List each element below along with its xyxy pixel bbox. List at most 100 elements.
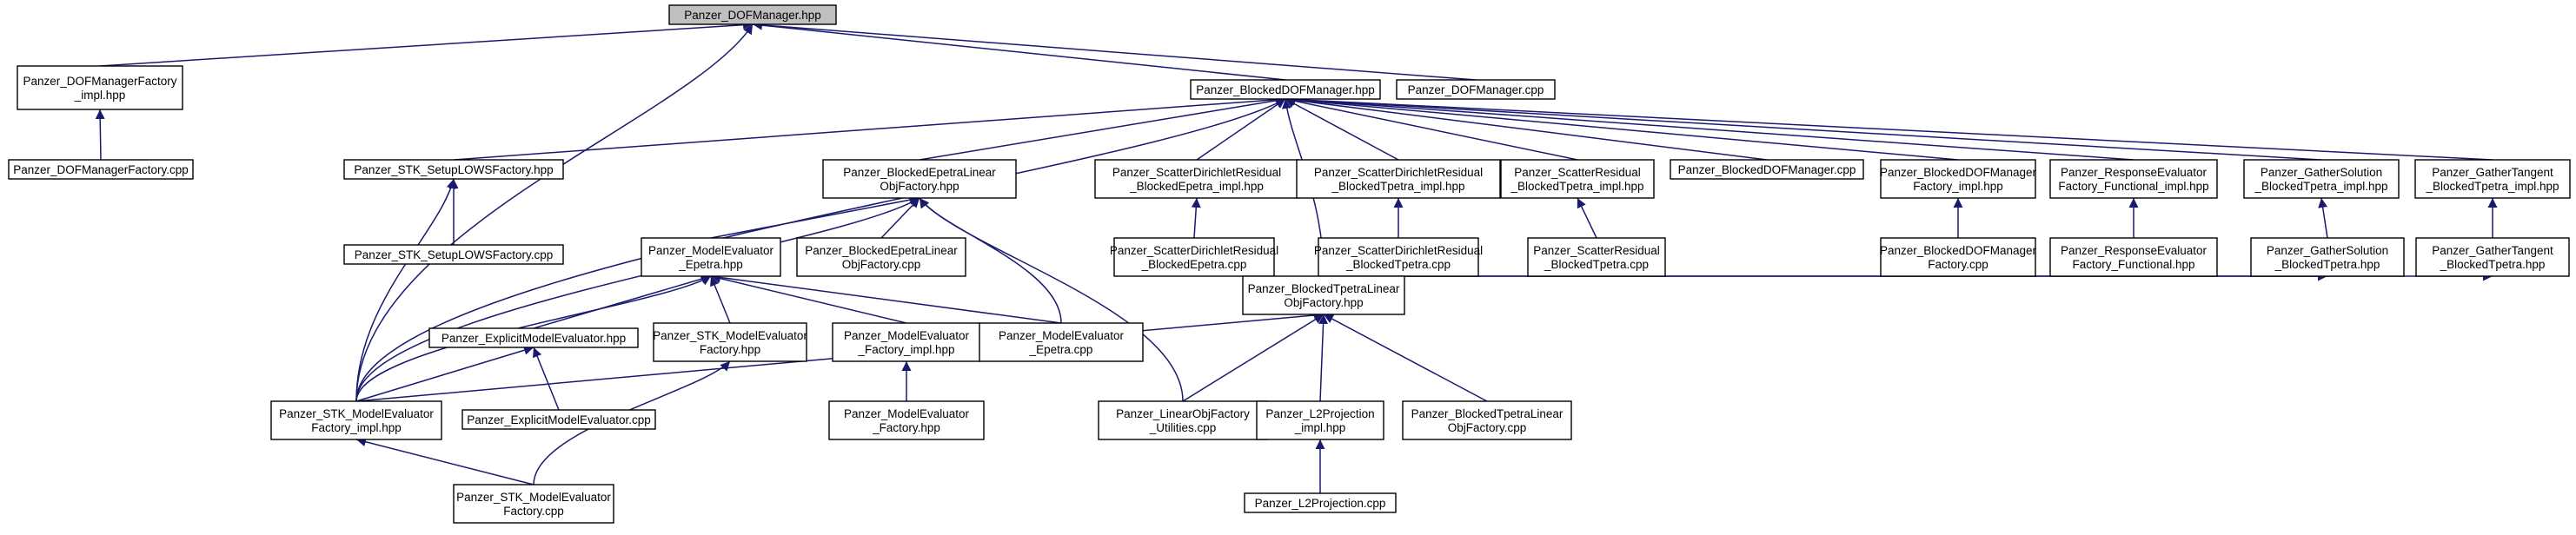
edge-n13-to-n2 [1285, 95, 2322, 161]
node-box [453, 484, 614, 524]
edge-n4-to-n1 [95, 109, 105, 161]
node-box [2049, 159, 2218, 199]
graph-node[interactable]: Panzer_DOFManagerFactory_impl.hpp [17, 65, 183, 110]
graph-node[interactable]: Panzer_ExplicitModelEvaluator.cpp [461, 409, 656, 430]
edge-n11-to-n2 [1285, 95, 1959, 161]
edge-n10-to-n2 [1285, 95, 1768, 161]
node-label-line: Panzer_ScatterDirichletResidual [1112, 166, 1281, 179]
edge-n7-to-n2 [1196, 98, 1286, 161]
node-label-line: _BlockedTpetra_impl.hpp [2254, 180, 2387, 193]
node-label-line: Panzer_ResponseEvaluator [2061, 166, 2208, 179]
node-label-line: _BlockedTpetra.hpp [2440, 258, 2546, 271]
node-label-line: _Factory_impl.hpp [857, 343, 954, 356]
graph-node[interactable]: Panzer_BlockedDOFManager.cpp [1670, 159, 1864, 180]
node-label-line: Panzer_GatherTangent [2432, 244, 2553, 257]
node-label-line: Panzer_ScatterResidual [1533, 244, 1660, 257]
edge-n3-to-n0 [752, 20, 1477, 81]
node-label-line: Panzer_L2Projection [1265, 407, 1374, 420]
edge-n1-to-n0 [99, 20, 754, 67]
edge-n30-to-n25 [355, 345, 534, 402]
graph-node[interactable]: Panzer_GatherTangent_BlockedTpetra.hpp [2415, 237, 2570, 277]
graph-node[interactable]: Panzer_GatherSolution_BlockedTpetra_impl… [2243, 159, 2400, 199]
node-label-line: Panzer_L2Projection.cpp [1255, 497, 1386, 510]
node-label-line: Panzer_ScatterDirichletResidual [1314, 166, 1483, 179]
graph-node[interactable]: Panzer_DOFManager.cpp [1396, 79, 1556, 100]
node-box [828, 400, 985, 440]
node-box [1244, 492, 1397, 513]
node-box [1396, 79, 1556, 100]
node-label-line: _Epetra.hpp [678, 258, 743, 271]
node-box [1242, 275, 1405, 315]
graph-node[interactable]: Panzer_ModelEvaluator_Factory.hpp [828, 400, 985, 440]
graph-node[interactable]: Panzer_ModelEvaluator_Epetra.cpp [979, 322, 1144, 362]
node-label-line: Panzer_BlockedEpetraLinear [805, 244, 958, 257]
edge-n31-to-n25 [533, 347, 560, 411]
node-label-line: _BlockedTpetra_impl.hpp [1331, 180, 1464, 193]
node-label-line: Panzer_STK_ModelEvaluator [279, 407, 434, 420]
graph-node[interactable]: Panzer_GatherTangent_BlockedTpetra_impl.… [2414, 159, 2571, 199]
node-label-line: _Factory.hpp [872, 421, 940, 434]
node-box [1256, 400, 1384, 440]
node-label-line: Panzer_ModelEvaluator [844, 407, 970, 420]
edge-n2-to-n0 [752, 20, 1286, 81]
graph-node[interactable]: Panzer_ScatterDirichletResidual_BlockedT… [1314, 237, 1483, 277]
graph-node[interactable]: Panzer_DOFManagerFactory.cpp [8, 159, 194, 180]
graph-node[interactable]: Panzer_ScatterDirichletResidual_BlockedE… [1094, 159, 1299, 199]
root-node[interactable]: Panzer_DOFManager.hpp [668, 4, 837, 25]
graph-node[interactable]: Panzer_ScatterResidual_BlockedTpetra_imp… [1500, 159, 1655, 199]
edge-n8-to-n2 [1285, 98, 1399, 161]
node-label-line: Panzer_ModelEvaluator [844, 329, 970, 342]
node-label-line: _BlockedTpetra_impl.hpp [2425, 180, 2559, 193]
graph-node[interactable]: Panzer_ScatterDirichletResidual_BlockedT… [1296, 159, 1501, 199]
graph-node[interactable]: Panzer_BlockedDOFManager.hpp [1190, 79, 1381, 100]
node-label-line: _BlockedEpetra_impl.hpp [1129, 180, 1264, 193]
edge-n26-to-n16 [710, 275, 731, 324]
node-label-line: _impl.hpp [1294, 421, 1346, 434]
edge-n5-to-n2 [453, 95, 1286, 161]
graph-node[interactable]: Panzer_STK_ModelEvaluatorFactory_impl.hp… [270, 400, 442, 440]
node-label-line: _BlockedTpetra.hpp [2274, 258, 2380, 271]
node-label-line: Panzer_ResponseEvaluator [2061, 244, 2208, 257]
graph-node[interactable]: Panzer_STK_SetupLOWSFactory.cpp [343, 244, 564, 265]
node-box [2049, 237, 2218, 277]
node-label-line: ObjFactory.hpp [880, 180, 959, 193]
node-box [270, 400, 442, 440]
graph-node[interactable]: Panzer_ResponseEvaluatorFactory_Function… [2049, 159, 2218, 199]
node-box [1296, 159, 1501, 199]
node-box [2250, 237, 2405, 277]
graph-node[interactable]: Panzer_L2Projection_impl.hpp [1256, 400, 1384, 440]
graph-node[interactable]: Panzer_ScatterDirichletResidual_BlockedE… [1110, 237, 1278, 277]
node-box [8, 159, 194, 180]
node-box [1670, 159, 1864, 180]
node-box [822, 159, 1017, 199]
node-box [1113, 237, 1275, 277]
node-box [832, 322, 981, 362]
graph-node[interactable]: Panzer_ModelEvaluator_Factory_impl.hpp [832, 322, 981, 362]
graph-node[interactable]: Panzer_ExplicitModelEvaluator.hpp [428, 327, 639, 348]
graph-node[interactable]: Panzer_LinearObjFactory_Utilities.cpp [1098, 400, 1268, 440]
graph-node[interactable]: Panzer_STK_SetupLOWSFactory.hpp [343, 159, 564, 180]
edge-n33-to-n29 [1182, 314, 1325, 402]
node-box [343, 159, 564, 180]
node-label-line: Factory_Functional.hpp [2072, 258, 2194, 271]
graph-node[interactable]: Panzer_ModelEvaluator_Epetra.hpp [641, 237, 781, 277]
graph-node[interactable]: Panzer_L2Projection.cpp [1244, 492, 1397, 513]
graph-node[interactable]: Panzer_GatherSolution_BlockedTpetra.hpp [2250, 237, 2405, 277]
node-box [979, 322, 1144, 362]
node-label-line: Panzer_BlockedDOFManager.hpp [1196, 83, 1375, 96]
node-label-line: _BlockedTpetra.cpp [1345, 258, 1451, 271]
graph-node[interactable]: Panzer_ResponseEvaluatorFactory_Function… [2049, 237, 2218, 277]
edge-n20-to-n9 [1577, 197, 1597, 239]
node-label-line: Panzer_STK_SetupLOWSFactory.cpp [355, 248, 554, 261]
node-label-line: _impl.hpp [74, 89, 126, 102]
graph-node[interactable]: Panzer_ScatterResidual_BlockedTpetra.cpp [1527, 237, 1666, 277]
